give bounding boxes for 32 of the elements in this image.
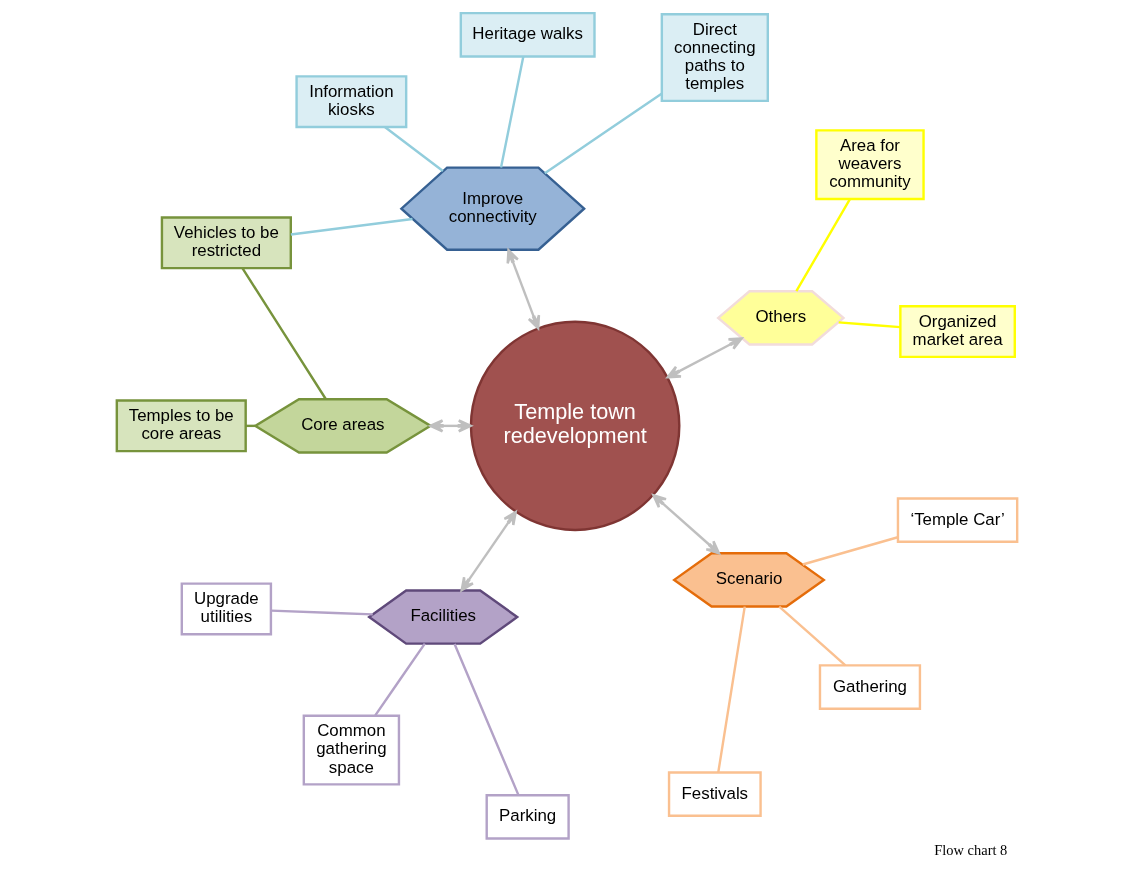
connector (544, 92, 663, 175)
connector (374, 642, 426, 717)
arrow (506, 248, 541, 330)
node-box: Common gathering space (302, 714, 401, 786)
node-box: Gathering (818, 664, 922, 710)
connector (717, 606, 746, 773)
caption: Flow chart 8 (934, 841, 1008, 858)
connector (795, 198, 851, 292)
connector (778, 605, 847, 667)
connector (499, 56, 525, 168)
connector (453, 643, 520, 796)
arrow (460, 510, 517, 592)
node-box: Area for weavers community (815, 129, 925, 201)
arrow (666, 337, 743, 379)
arrow (429, 419, 473, 433)
node-box: Heritage walks (459, 11, 596, 58)
arrow (652, 494, 721, 555)
node-box: Direct connecting paths to temples (660, 13, 769, 103)
node-box: Festivals (667, 771, 762, 818)
node-box: Upgrade utilities (180, 582, 273, 636)
connector (241, 267, 327, 400)
node-box: Organized market area (899, 305, 1016, 359)
node-box: Temples to be core areas (115, 399, 247, 453)
connector (802, 536, 899, 566)
connector (290, 217, 413, 236)
node-box: Vehicles to be restricted (160, 216, 292, 270)
node-box: Parking (485, 794, 570, 840)
connector (384, 126, 444, 172)
connector (838, 321, 901, 329)
node-box: ‘Temple Car’ (896, 497, 1019, 543)
connector (271, 609, 373, 616)
node-box: Information kiosks (295, 75, 408, 129)
